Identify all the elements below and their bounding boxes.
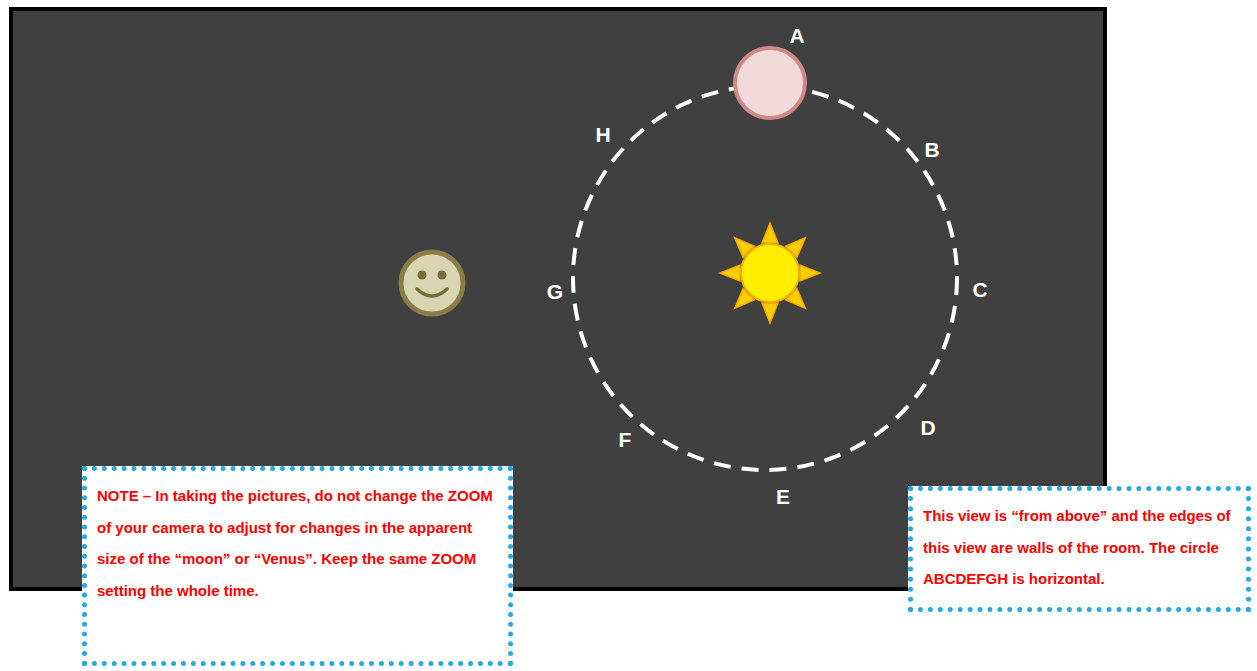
position-letter: A (789, 24, 804, 48)
note-text: This view is “from above” and the edges … (923, 500, 1236, 595)
venus-ball (735, 48, 805, 118)
position-letter: B (924, 138, 939, 162)
position-letter: E (776, 485, 790, 509)
position-letter: F (619, 428, 632, 452)
sun-symbol (720, 223, 820, 323)
position-letter: H (595, 123, 610, 147)
orbit-circle (573, 86, 957, 470)
note-box: This view is “from above” and the edges … (908, 486, 1251, 612)
note-box: NOTE – In taking the pictures, do not ch… (82, 466, 513, 666)
position-letter: C (972, 278, 987, 302)
position-letter: G (547, 280, 563, 304)
position-letter: D (920, 416, 935, 440)
note-text: NOTE – In taking the pictures, do not ch… (97, 480, 498, 606)
observer-face (401, 252, 463, 314)
